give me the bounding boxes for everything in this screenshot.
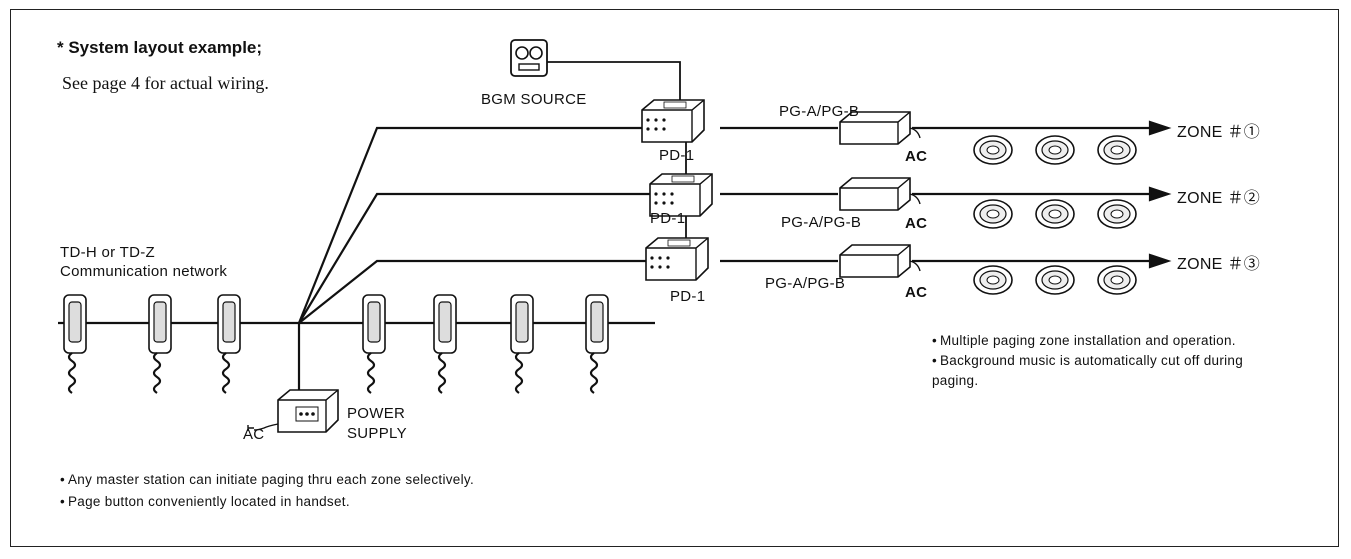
- power-supply-label: POWER: [347, 405, 406, 422]
- speaker-icon: [973, 265, 1013, 295]
- note-item: •Any master station can initiate paging …: [60, 472, 475, 487]
- handset-icon: [147, 293, 173, 395]
- pd1-label: PD-1: [659, 147, 695, 164]
- zone-label: ZONE ＃①: [1177, 124, 1260, 141]
- speaker-icon: [973, 199, 1013, 229]
- ac-label: AC: [905, 148, 928, 165]
- bgm-source-icon: [510, 39, 548, 77]
- power-ac-label: AC: [243, 426, 265, 443]
- pg-amplifier-icon: [839, 177, 911, 211]
- speaker-icon: [1035, 199, 1075, 229]
- speaker-icon: [1035, 265, 1075, 295]
- speaker-icon: [1097, 199, 1137, 229]
- speaker-row-zone2: [973, 199, 1137, 229]
- ac-label: AC: [905, 284, 928, 301]
- handset-icon: [584, 293, 610, 395]
- handset-row: [62, 293, 610, 395]
- speaker-row-zone1: [973, 135, 1137, 165]
- note-item: •Background music is automatically cut o…: [932, 353, 1244, 388]
- pd1-label: PD-1: [650, 210, 686, 227]
- network-label: TD-H or TD-Z: [60, 244, 155, 261]
- note-item: •Multiple paging zone installation and o…: [932, 333, 1236, 348]
- speaker-icon: [973, 135, 1013, 165]
- diagram-frame: [10, 9, 1339, 547]
- speaker-row-zone3: [973, 265, 1137, 295]
- power-supply-label: SUPPLY: [347, 425, 407, 442]
- note-item: •Page button conveniently located in han…: [60, 494, 350, 509]
- pd1-unit-icon: [641, 99, 705, 143]
- ac-label: AC: [905, 215, 928, 232]
- speaker-icon: [1097, 265, 1137, 295]
- handset-icon: [432, 293, 458, 395]
- pg-amplifier-icon: [839, 244, 911, 278]
- notes-left: •Any master station can initiate paging …: [60, 469, 474, 513]
- notes-right: •Multiple paging zone installation and o…: [932, 331, 1292, 391]
- pg-amplifier-label: PG-A/PG-B: [781, 214, 862, 231]
- handset-icon: [62, 293, 88, 395]
- ac-plug-icon: [909, 127, 921, 272]
- pg-amplifier-label: PG-A/PG-B: [779, 103, 860, 120]
- handset-icon: [509, 293, 535, 395]
- handset-icon: [361, 293, 387, 395]
- pd1-unit-icon: [645, 237, 709, 281]
- handset-icon: [216, 293, 242, 395]
- power-supply-icon: [247, 389, 339, 433]
- zone-label: ZONE ＃③: [1177, 256, 1260, 273]
- speaker-icon: [1097, 135, 1137, 165]
- pd1-label: PD-1: [670, 288, 706, 305]
- bgm-source-label: BGM SOURCE: [481, 91, 587, 108]
- zone-lines: [720, 120, 1172, 269]
- zone-label: ZONE ＃②: [1177, 190, 1260, 207]
- network-label: Communication network: [60, 263, 228, 280]
- page-title: * System layout example;: [57, 38, 263, 57]
- pg-amplifier-label: PG-A/PG-B: [765, 275, 846, 292]
- page-subtitle: See page 4 for actual wiring.: [62, 73, 269, 93]
- speaker-icon: [1035, 135, 1075, 165]
